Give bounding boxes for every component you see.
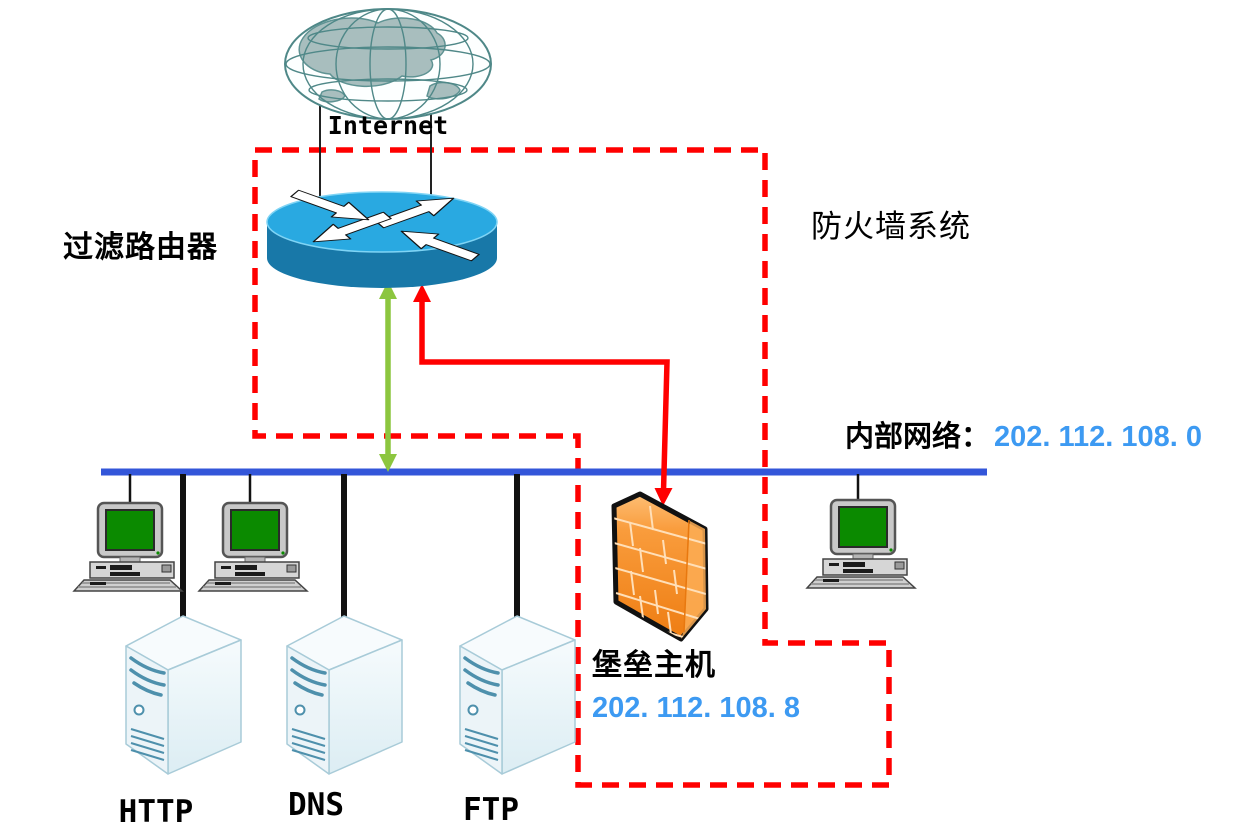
router-icon (266, 185, 498, 288)
filtering-router-label: 过滤路由器 (63, 231, 218, 264)
internal-network-label: 内部网络： (845, 421, 991, 453)
internet-label: Internet (327, 111, 449, 140)
ftp-server-label: FTP (463, 792, 519, 828)
dns-server-label: DNS (288, 787, 344, 823)
bastion-host-icon (611, 491, 709, 642)
workstation-icon-1 (72, 501, 184, 593)
server-tower-icon-dns (285, 614, 404, 776)
firewall-boundary-dashed-line (252, 147, 892, 788)
workstation-icon-2 (197, 501, 309, 593)
bastion-router-arrow-icon (413, 284, 673, 506)
internal-network-ip: 202. 112. 108. 0 (994, 421, 1203, 453)
internet-globe-icon (284, 8, 492, 120)
internal-network-caption: 内部网络：202. 112. 108. 0 (845, 421, 1203, 454)
router-lan-double-arrow-icon (379, 281, 397, 472)
bastion-host-ip: 202. 112. 108. 8 (592, 692, 801, 724)
firewall-system-label: 防火墙系统 (811, 209, 971, 244)
workstation-icon-3 (805, 498, 917, 590)
bastion-host-label: 堡垒主机 (592, 649, 716, 682)
http-server-label: HTTP (118, 794, 194, 830)
server-tower-icon-http (124, 614, 243, 776)
server-tower-icon-ftp (458, 614, 577, 776)
